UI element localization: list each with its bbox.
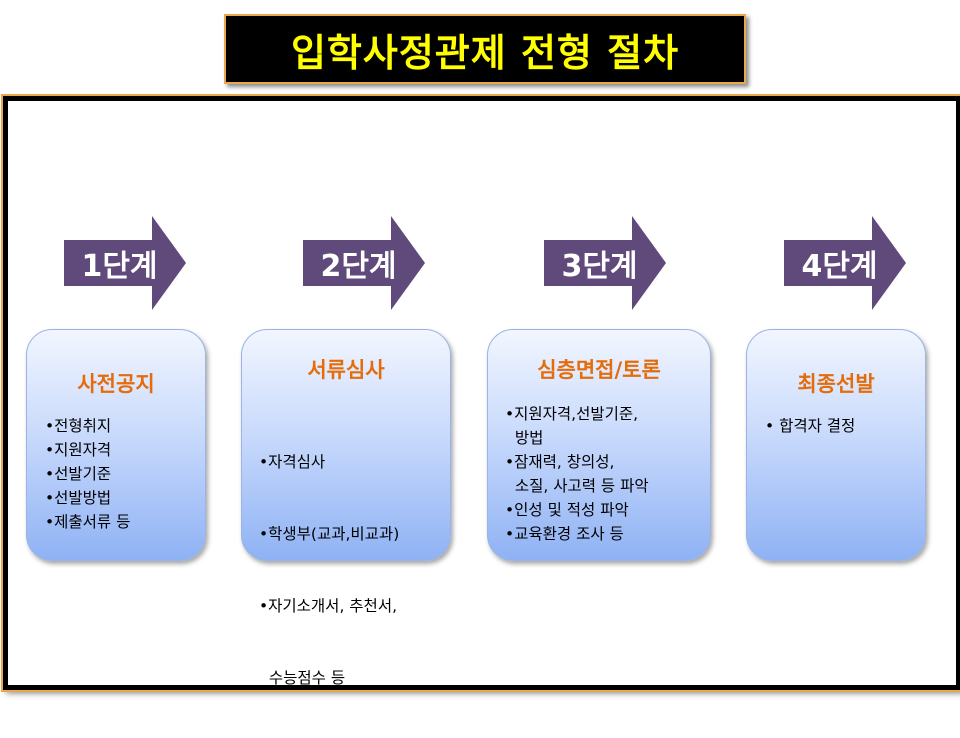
title-box: 입학사정관제 전형 절차 xyxy=(224,14,746,84)
card-advance-notice: 사전공지 •전형취지 •지원자격 •선발기준 •선발방법 •제출서류 등 xyxy=(26,329,206,561)
list-item: •지원자격,선발기준, xyxy=(505,405,639,423)
list-item: •학생부(교과,비교과) xyxy=(259,525,400,543)
card-item-list: •전형취지 •지원자격 •선발기준 •선발방법 •제출서류 등 xyxy=(45,414,130,534)
list-item: •제출서류 등 xyxy=(45,513,131,531)
card-title: 심층면접/토론 xyxy=(537,358,661,382)
right-arrow-icon xyxy=(544,216,666,310)
list-item: 소질, 사고력 등 파악 xyxy=(505,477,649,495)
stage-1-label: 1단계 xyxy=(81,249,158,284)
list-item: •잠재력, 창의성, xyxy=(505,453,615,471)
card-interview: 심층면접/토론 •지원자격,선발기준, 방법 •잠재력, 창의성, 소질, 사고… xyxy=(487,329,711,561)
stage-2-label: 2단계 xyxy=(320,249,397,284)
card-title: 최종선발 xyxy=(797,372,875,396)
list-item: 수능점수 등 xyxy=(259,669,346,687)
list-item: •선발방법 xyxy=(45,489,112,507)
card-item-list: •자격심사 •학생부(교과,비교과) •자기소개서, 추천서, 수능점수 등 xyxy=(259,402,399,738)
list-item: •전형취지 xyxy=(45,417,112,435)
list-item: •자격심사 xyxy=(259,453,326,471)
stage-3-label: 3단계 xyxy=(561,249,638,284)
page-title: 입학사정관제 전형 절차 xyxy=(290,30,680,75)
stage-4-label: 4단계 xyxy=(801,249,878,284)
list-item: • 합격자 결정 xyxy=(765,417,856,435)
stage-1-arrow: 1단계 xyxy=(64,216,186,310)
list-item: 방법 xyxy=(505,429,544,447)
list-item: •인성 및 적성 파악 xyxy=(505,501,629,519)
right-arrow-icon xyxy=(784,216,906,310)
card-final-selection: 최종선발 • 합격자 결정 xyxy=(746,329,926,561)
card-item-list: • 합격자 결정 xyxy=(765,414,855,438)
right-arrow-icon xyxy=(64,216,186,310)
list-item: •자기소개서, 추천서, xyxy=(259,597,398,615)
right-arrow-icon xyxy=(303,216,425,310)
card-document-review: 서류심사 •자격심사 •학생부(교과,비교과) •자기소개서, 추천서, 수능점… xyxy=(241,329,451,687)
list-item: •지원자격 xyxy=(45,441,112,459)
list-item: •선발기준 xyxy=(45,465,112,483)
stage-2-arrow: 2단계 xyxy=(303,216,425,310)
card-item-list: •지원자격,선발기준, 방법 •잠재력, 창의성, 소질, 사고력 등 파악 •… xyxy=(505,402,649,546)
list-item: •교육환경 조사 등 xyxy=(505,525,624,543)
stage-3-arrow: 3단계 xyxy=(544,216,666,310)
stage-4-arrow: 4단계 xyxy=(784,216,906,310)
card-title: 사전공지 xyxy=(77,372,155,396)
card-title: 서류심사 xyxy=(307,358,385,382)
